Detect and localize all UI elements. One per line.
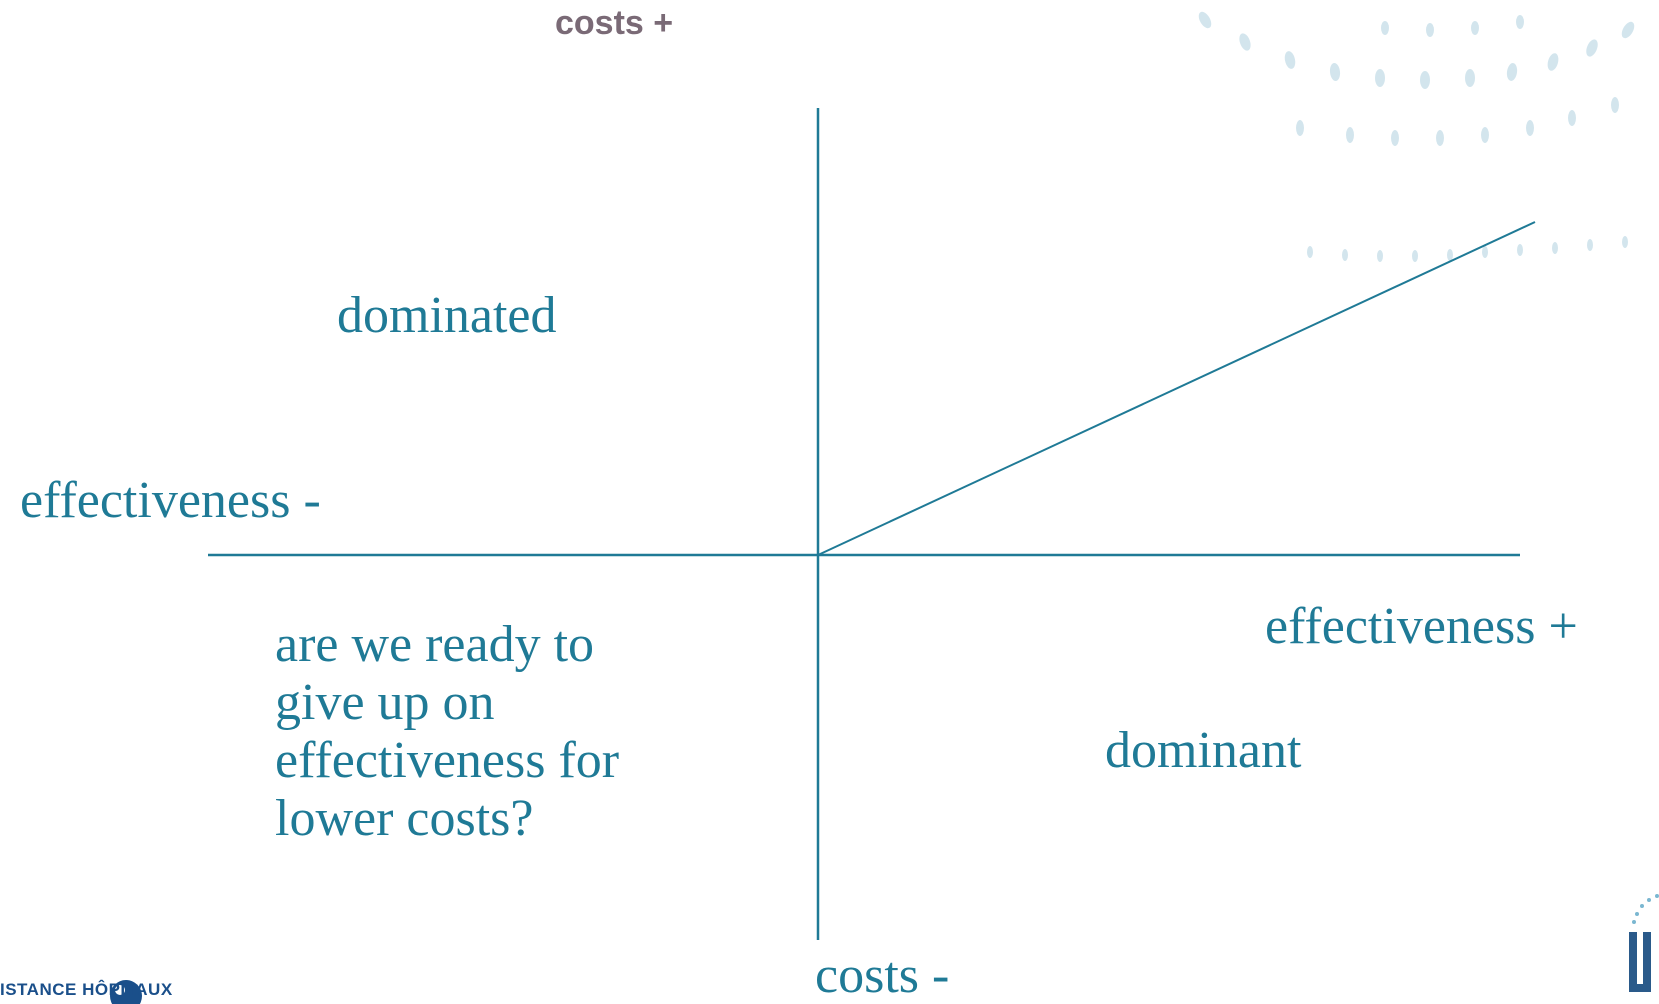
tradeoff-question: are we ready to give up on effectiveness… <box>275 616 620 847</box>
costs-plus-label: costs + <box>555 4 674 42</box>
costs-minus-label: costs - <box>815 947 950 1004</box>
university-logo-icon <box>1629 894 1659 992</box>
hospital-logo-text: ISTANCE HÔPITAUX <box>0 980 173 999</box>
dominant-label: dominant <box>1105 722 1302 779</box>
threshold-line <box>817 221 1536 556</box>
dominated-label: dominated <box>337 287 557 344</box>
effectiveness-plus-label: effectiveness + <box>1265 598 1578 655</box>
effectiveness-minus-label: effectiveness - <box>20 472 321 529</box>
